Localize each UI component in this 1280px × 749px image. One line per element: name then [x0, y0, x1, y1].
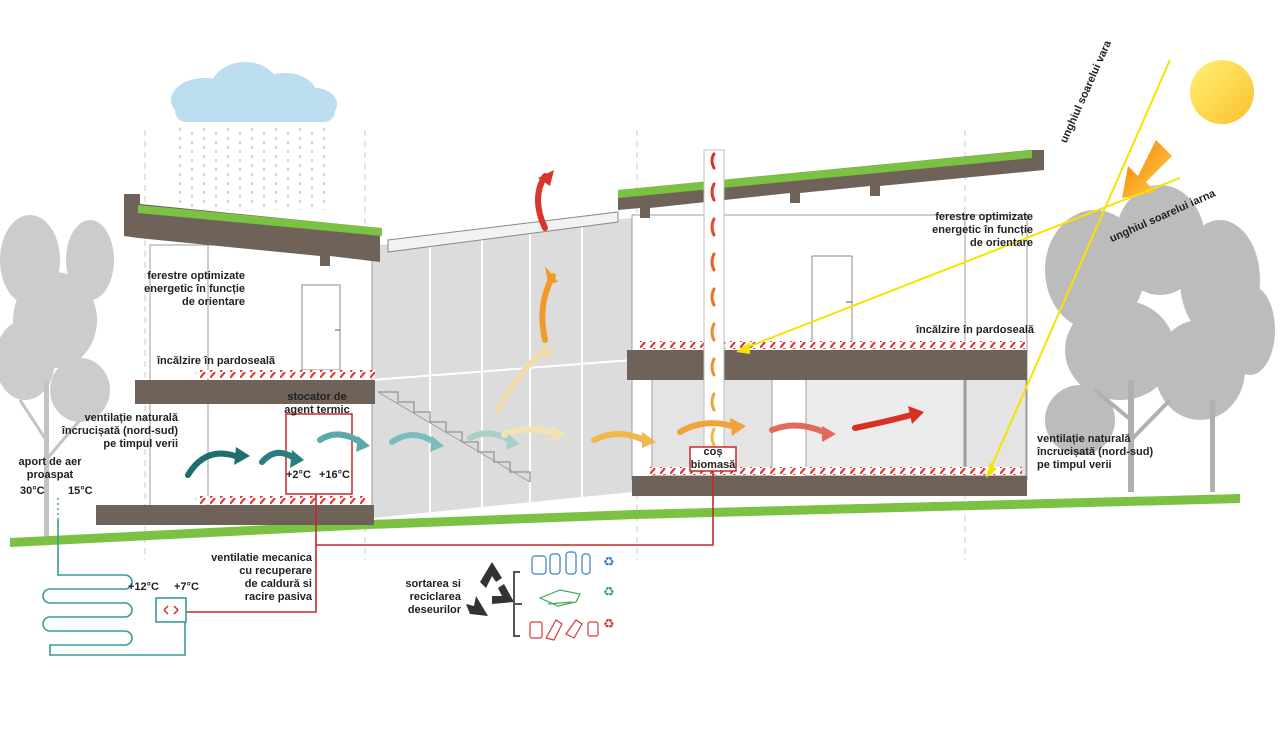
label-windows-left: ferestre optimizate energetic în funcție… — [144, 270, 245, 308]
label-temp-plus7: +7°C — [174, 581, 199, 593]
heat-storage-tank — [285, 413, 353, 495]
sun-icon — [1190, 60, 1254, 124]
glazing-center — [371, 218, 633, 518]
tree-right — [1045, 185, 1275, 492]
cloud-icon — [171, 62, 337, 122]
label-heat-storage: stocator de agent termic — [284, 391, 350, 416]
label-ventilation-right: ventilație naturală încrucișată (nord-su… — [1037, 433, 1154, 471]
right-slab-lower — [632, 476, 1027, 496]
left-floor-heating-lower — [195, 496, 365, 504]
left-floor-heating-upper — [195, 370, 375, 378]
rain — [179, 128, 325, 210]
recycle-icon — [466, 562, 514, 616]
sun-direction-arrow — [1122, 140, 1172, 198]
right-floor-heating-lower — [650, 467, 1022, 475]
recycle-mini-icons: ♻ ♻ ♻ — [603, 555, 615, 632]
waste-bracket — [513, 571, 522, 637]
svg-text:♻: ♻ — [603, 555, 615, 570]
ground — [10, 494, 1240, 547]
svg-text:♻: ♻ — [603, 585, 615, 600]
label-fresh-air: aport de aer proaspat — [18, 456, 82, 481]
waste-items — [529, 551, 599, 641]
airflow-arrowheads — [234, 170, 924, 468]
right-floor-heating-upper — [640, 341, 1025, 349]
svg-text:♻: ♻ — [603, 617, 615, 632]
tree-left — [0, 215, 114, 540]
left-slab-lower — [96, 505, 374, 525]
heat-recovery-unit — [155, 597, 187, 623]
biomass-pipe — [315, 471, 714, 546]
right-slab-upper — [627, 350, 1027, 380]
label-floor-heating-left: încălzire în pardoseală — [157, 355, 275, 367]
mech-ventilation-pipe — [186, 545, 317, 613]
label-temp-15: 15°C — [68, 485, 93, 497]
label-ventilation-left: ventilație naturală încrucișată (nord-su… — [61, 412, 178, 450]
label-temp-plus2: +2°C — [286, 469, 311, 481]
label-mech-ventilation: ventilatie mecanica cu recuperare de cal… — [211, 552, 312, 603]
left-roof-green — [138, 205, 382, 236]
label-biomass-chimney: coș biomasă — [690, 446, 736, 471]
chimney-heat-flow — [710, 152, 716, 447]
sun-rays — [739, 59, 1181, 471]
ground-heat-exchanger — [42, 520, 186, 656]
label-windows-right: ferestre optimizate energetic în funcție… — [932, 211, 1033, 249]
label-waste-sorting: sortarea si reciclarea deseurilor — [405, 578, 461, 616]
label-temp-plus16: +16°C — [319, 469, 351, 481]
left-slab-upper — [135, 380, 375, 404]
label-temp-plus12: +12°C — [128, 581, 160, 593]
label-floor-heating-right: încălzire în pardoseală — [916, 324, 1034, 336]
label-temp-30: 30°C — [20, 485, 45, 497]
